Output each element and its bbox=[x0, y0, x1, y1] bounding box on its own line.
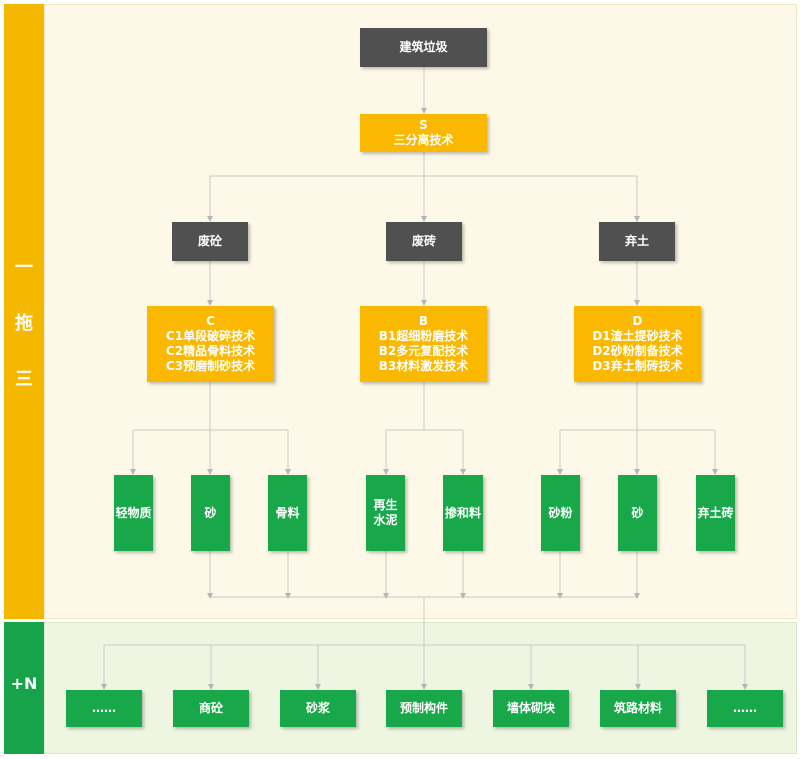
node-label: 轻物质 bbox=[115, 505, 152, 520]
product-node: 掺和料 bbox=[443, 475, 483, 551]
node-code: S bbox=[419, 118, 428, 132]
node-label: …… bbox=[733, 701, 757, 715]
node-label: C C1单段破碎技术 C2精品骨料技术 C3预磨制砂技术 bbox=[165, 314, 256, 373]
plus-n-area bbox=[44, 622, 797, 754]
node-label: 骨料 bbox=[275, 505, 300, 520]
node-label: 砂 bbox=[631, 505, 644, 520]
side-bar-bottom bbox=[4, 622, 44, 754]
product-node: 再生 水泥 bbox=[366, 475, 405, 551]
category-node-waste-brick: 废砖 bbox=[386, 222, 462, 261]
product-node: 骨料 bbox=[268, 475, 307, 551]
application-node: …… bbox=[707, 690, 783, 727]
application-node: 商砼 bbox=[173, 690, 249, 727]
separation-tech-node: S 三分离技术 bbox=[360, 114, 487, 152]
node-label: 废砼 bbox=[197, 234, 222, 248]
category-node-spoil: 弃土 bbox=[599, 222, 675, 261]
node-label: 建筑垃圾 bbox=[399, 40, 448, 54]
node-label: …… bbox=[92, 701, 116, 715]
application-node: 墙体砌块 bbox=[493, 690, 569, 727]
category-node-waste-concrete: 废砼 bbox=[172, 222, 248, 261]
product-node: 砂粉 bbox=[541, 475, 580, 551]
node-label: 三分离技术 bbox=[393, 133, 454, 147]
node-label: 砂粉 bbox=[548, 505, 573, 520]
node-label: 掺和料 bbox=[444, 505, 481, 520]
side-char: 拖 bbox=[15, 313, 33, 334]
tech-node-c: C C1单段破碎技术 C2精品骨料技术 C3预磨制砂技术 bbox=[147, 306, 274, 382]
node-label: 预制构件 bbox=[399, 701, 448, 715]
node-label: 商砼 bbox=[198, 701, 223, 715]
tech-node-b: B B1超细粉磨技术 B2多元复配技术 B3材料激发技术 bbox=[360, 306, 487, 382]
node-label: 废砖 bbox=[411, 234, 436, 248]
product-node: 砂 bbox=[618, 475, 657, 551]
application-node: …… bbox=[66, 690, 142, 727]
node-label: 再生 水泥 bbox=[373, 498, 398, 527]
product-node: 弃土砖 bbox=[696, 475, 735, 551]
side-char: 一 bbox=[15, 257, 33, 278]
application-node: 筑路材料 bbox=[600, 690, 676, 727]
root-node-construction-waste: 建筑垃圾 bbox=[360, 28, 487, 67]
node-label: D D1渣土提砂技术 D2砂粉制备技术 D3弃土制砖技术 bbox=[592, 314, 683, 373]
application-node: 预制构件 bbox=[386, 690, 462, 727]
side-label-plus-n: +N bbox=[10, 674, 38, 693]
side-bar-top bbox=[4, 4, 44, 619]
node-label: 砂 bbox=[204, 505, 217, 520]
node-label: 墙体砌块 bbox=[506, 701, 555, 715]
node-label: B B1超细粉磨技术 B2多元复配技术 B3材料激发技术 bbox=[378, 314, 469, 373]
side-label-one-drag-three: 一 拖 三 bbox=[4, 240, 44, 408]
node-label: 弃土砖 bbox=[697, 505, 734, 520]
tech-node-d: D D1渣土提砂技术 D2砂粉制备技术 D3弃土制砖技术 bbox=[574, 306, 701, 382]
side-char: 三 bbox=[15, 369, 33, 390]
product-node: 砂 bbox=[191, 475, 230, 551]
node-label: 砂浆 bbox=[305, 701, 330, 715]
node-label: 筑路材料 bbox=[613, 701, 662, 715]
product-node: 轻物质 bbox=[114, 475, 153, 551]
node-label: 弃土 bbox=[624, 234, 649, 248]
application-node: 砂浆 bbox=[280, 690, 356, 727]
